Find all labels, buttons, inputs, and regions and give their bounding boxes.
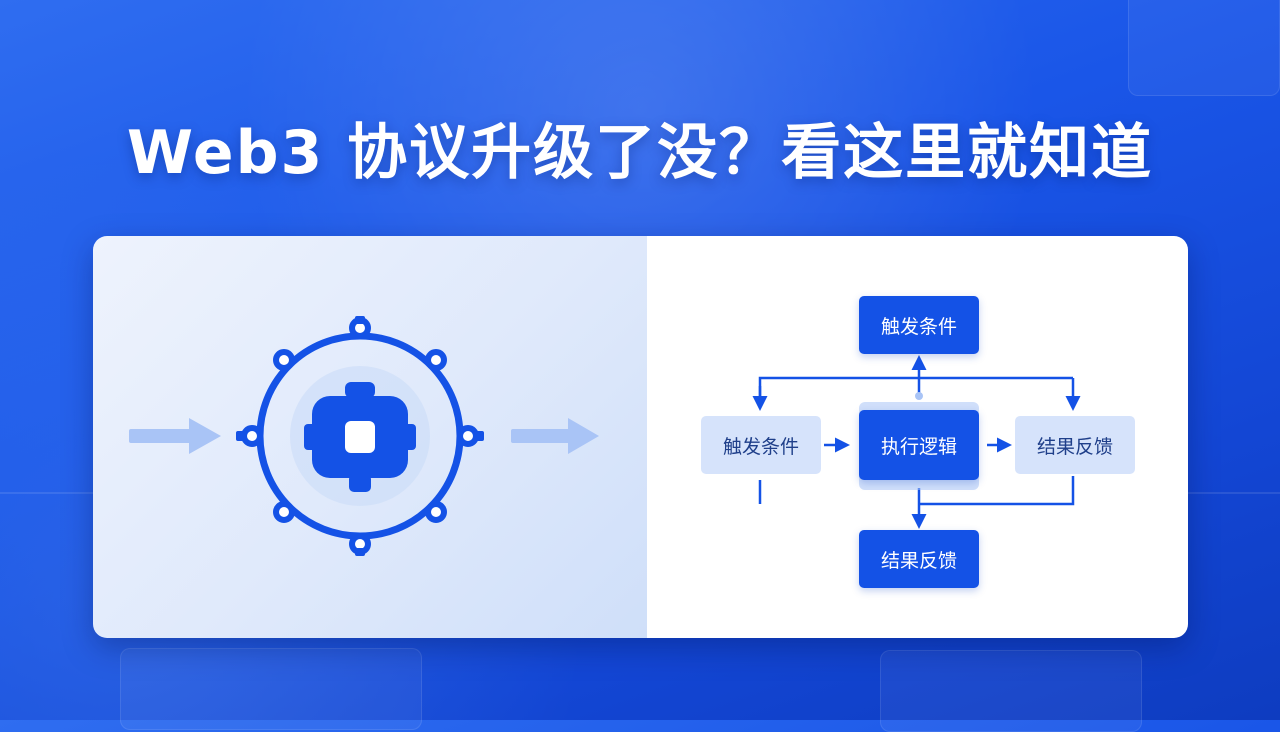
input-arrow-icon: [129, 418, 221, 454]
background-decoration-block: [1128, 0, 1280, 96]
content-card: 触发条件 触发条件 执行逻辑 结果反馈 结果反馈: [93, 236, 1188, 638]
connector-right-return: [919, 476, 1075, 506]
page-title: Web3 协议升级了没？看这里就知道: [126, 118, 1154, 188]
background-decoration-block: [120, 648, 422, 730]
flowchart-panel: 触发条件 触发条件 执行逻辑 结果反馈 结果反馈: [647, 236, 1188, 638]
flowchart-connectors: [752, 355, 1081, 529]
flow-box-result-bottom: 结果反馈: [859, 530, 979, 588]
illustration-panel: [93, 236, 647, 638]
background-decoration-line: [1188, 492, 1280, 494]
hub-illustration: [129, 316, 599, 556]
background-decoration-line: [0, 492, 93, 494]
flow-box-execute: 执行逻辑: [859, 410, 979, 480]
background-decoration-block: [880, 650, 1142, 732]
flow-box-result-right: 结果反馈: [1015, 416, 1135, 474]
chip-icon: [304, 382, 416, 492]
connector-node: [915, 392, 923, 400]
flow-box-trigger-top: 触发条件: [859, 296, 979, 354]
output-arrow-icon: [511, 418, 599, 454]
flow-box-trigger-left: 触发条件: [701, 416, 821, 474]
